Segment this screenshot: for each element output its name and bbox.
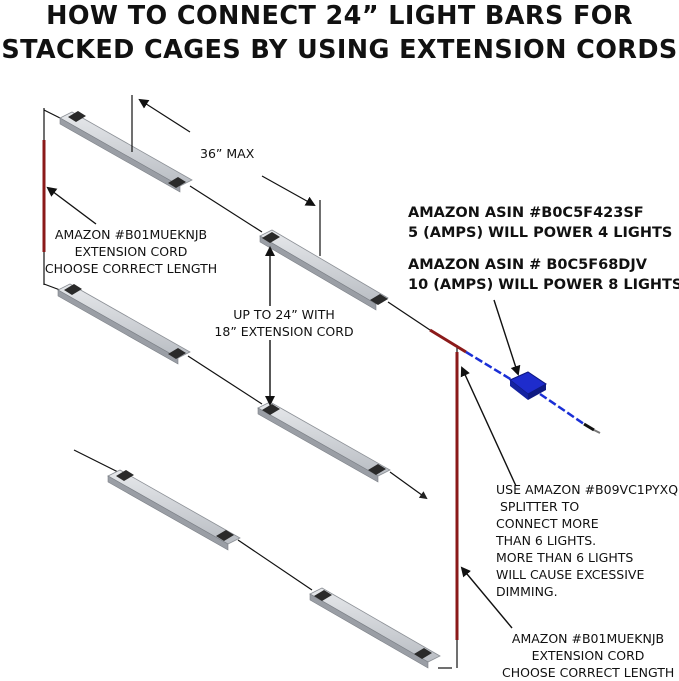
wire-top-right [387, 301, 431, 331]
wire-top-left [43, 109, 61, 119]
light-bar-top-1 [59, 111, 193, 193]
label-36-max: 36” MAX [200, 146, 255, 161]
label-adapter-10a-asin: AMAZON ASIN # B0C5F68DJV [408, 257, 647, 273]
label-splitter-note-line-7: DIMMING. [496, 584, 558, 599]
light-bar-middle-1 [57, 283, 191, 365]
label-cord-top-line-2: EXTENSION CORD [74, 244, 188, 259]
label-vertical-spacing: UP TO 24” WITH 18” EXTENSION CORD [198, 306, 370, 340]
label-adapter-10a: AMAZON ASIN # B0C5F68DJV 10 (AMPS) WILL … [408, 255, 679, 295]
label-cord-bottom: AMAZON #B01MUEKNJB EXTENSION CORD CHOOSE… [502, 630, 674, 681]
label-adapter-5a: AMAZON ASIN #B0C5F423SF 5 (AMPS) WILL PO… [408, 203, 672, 243]
label-cord-bottom-line-2: EXTENSION CORD [531, 648, 645, 663]
light-bar-middle-2 [257, 401, 391, 483]
label-splitter-note-line-4: THAN 6 LIGHTS. [496, 533, 597, 548]
extension-cord-to-splitter [429, 328, 467, 354]
label-adapter-5a-asin: AMAZON ASIN #B0C5F423SF [408, 205, 644, 221]
light-bar-bottom-2 [309, 587, 441, 669]
label-cord-top: AMAZON #B01MUEKNJB EXTENSION CORD CHOOSE… [36, 226, 226, 277]
arrow-to-right-cord [460, 566, 513, 629]
wire-middle-left [43, 283, 61, 291]
arrow-to-splitter [460, 366, 517, 487]
wire-top-middle [189, 185, 263, 233]
wire-middle-middle [187, 355, 263, 405]
label-splitter-note: USE AMAZON #B09VC1PYXQ SPLITTER TO CONNE… [496, 481, 678, 600]
label-cord-top-line-3: CHOOSE CORRECT LENGTH [44, 261, 218, 276]
extension-cord-group [42, 140, 467, 640]
label-splitter-note-line-6: WILL CAUSE EXCESSIVE [496, 567, 645, 582]
wire-bottom-left [73, 449, 119, 473]
label-vertical-spacing-line-2: 18” EXTENSION CORD [214, 324, 354, 339]
label-splitter-note-line-5: MORE THAN 6 LIGHTS [496, 550, 634, 565]
wire-middle-right [389, 471, 428, 500]
label-vertical-spacing-line-1: UP TO 24” WITH [233, 307, 335, 322]
arrow-to-adapter [493, 299, 521, 376]
label-splitter-note-line-2: SPLITTER TO [496, 499, 580, 514]
dimension-36-max [131, 95, 321, 256]
power-adapter [465, 350, 601, 434]
light-bar-top-2 [259, 229, 389, 311]
diagram-title-line-2: STACKED CAGES BY USING EXTENSION CORDS [1, 35, 678, 65]
label-cord-bottom-line-3: CHOOSE CORRECT LENGTH [502, 665, 675, 680]
arrow-to-left-cord [46, 186, 97, 225]
label-cord-bottom-line-1: AMAZON #B01MUEKNJB [511, 631, 665, 646]
label-adapter-10a-capacity: 10 (AMPS) WILL POWER 8 LIGHTS [408, 277, 679, 293]
light-bar-bottom-1 [107, 469, 241, 551]
wire-bottom-middle [237, 539, 313, 591]
label-cord-top-line-1: AMAZON #B01MUEKNJB [54, 227, 208, 242]
diagram-title-line-1: HOW TO CONNECT 24” LIGHT BARS FOR [46, 1, 633, 31]
label-adapter-5a-capacity: 5 (AMPS) WILL POWER 4 LIGHTS [408, 225, 673, 241]
label-splitter-note-line-3: CONNECT MORE [496, 516, 599, 531]
label-splitter-note-line-1: USE AMAZON #B09VC1PYXQ [496, 482, 679, 497]
